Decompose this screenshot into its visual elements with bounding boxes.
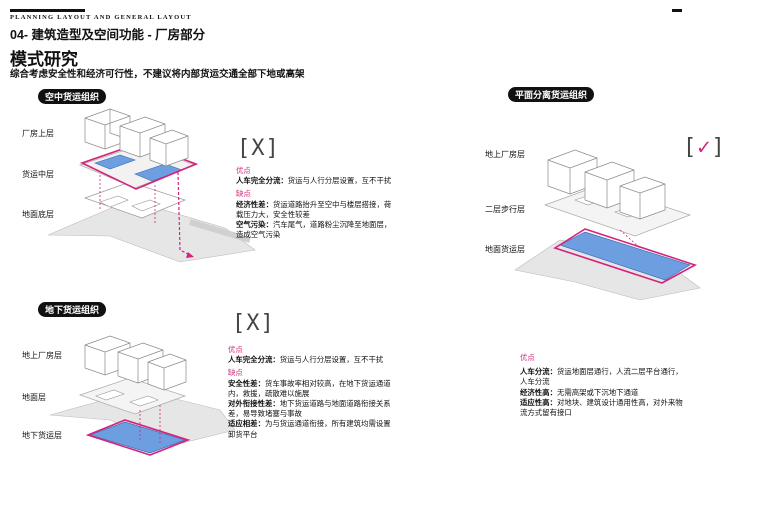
- cargo-block-1: [94, 154, 136, 170]
- header-rule: [10, 9, 85, 12]
- header-english: PLANNING LAYOUT AND GENERAL LAYOUT: [10, 14, 192, 21]
- page-subtitle: 综合考虑安全性和经济可行性，不建议将内部货运交通全部下地或高架: [10, 69, 305, 80]
- layer-label-elevated-1: 厂房上层: [22, 129, 54, 138]
- layer-label-separated-3: 地面货运层: [485, 245, 525, 254]
- underground-route: [85, 419, 191, 456]
- layer-label-elevated-3: 地面底层: [22, 210, 54, 219]
- layer-label-underground-1: 地上厂房层: [22, 351, 62, 360]
- pros-heading-underground: 优点: [228, 345, 243, 354]
- header-chinese: 04- 建筑造型及空间功能 - 厂房部分: [10, 28, 206, 42]
- panel-title-separated: 平面分离货运组织: [508, 87, 595, 102]
- ground-road-3: [514, 239, 701, 301]
- layer-label-separated-2: 二层步行层: [485, 205, 525, 214]
- factory-buildings-2: [84, 335, 187, 391]
- cons-item-elevated-2: 空气污染：汽车尾气，道路粉尘沉降至地面层，造成空气污染: [236, 220, 392, 240]
- desc-separated: 优点 人车分流：货运地面层通行，人流二层平台通行，人车分流 经济性高：无需高架或…: [520, 353, 688, 418]
- cross-mark-underground: [X]: [232, 311, 275, 336]
- pros-heading-separated: 优点: [520, 353, 535, 362]
- factory-buildings: [84, 108, 189, 167]
- cons-item-underground-2: 对外衔接性差：地下货运道路与地面道路衔接关系差，易导致堵塞与事故: [228, 399, 391, 419]
- factory-buildings-3: [547, 149, 666, 220]
- layer-label-elevated-2: 货运中层: [22, 170, 54, 179]
- pros-heading-elevated: 优点: [236, 166, 251, 175]
- cross-mark-elevated: [X]: [237, 136, 280, 161]
- panel-title-elevated: 空中货运组织: [38, 89, 107, 104]
- pros-item-underground-1: 人车完全分流：货运与人行分层设置，互不干扰: [228, 355, 384, 365]
- pros-item-separated-2: 经济性高：无需高架或下沉地下通道: [520, 387, 639, 397]
- desc-underground: 优点 人车完全分流：货运与人行分层设置，互不干扰 缺点 安全性差：货车事故率相对…: [228, 345, 396, 440]
- check-icon: ✓: [697, 135, 712, 160]
- cons-item-underground-3: 适应相差：为与货运通道衔接，所有建筑均需设置卸货平台: [228, 419, 391, 439]
- panel-title-underground: 地下货运组织: [38, 302, 107, 317]
- cons-item-elevated-1: 经济性差：货运道路抬升至空中与楼层搭接，荷载压力大，安全性较差: [236, 199, 392, 219]
- pros-item-elevated-1: 人车完全分流：货运与人行分层设置，互不干扰: [236, 176, 392, 186]
- cons-heading-elevated: 缺点: [236, 189, 251, 199]
- header-rule-right: [672, 9, 682, 12]
- layer-label-separated-1: 地上厂房层: [485, 150, 525, 159]
- check-mark-separated: [✓][✓]: [683, 135, 726, 160]
- ground-cargo-layer: [559, 231, 691, 281]
- layer-label-underground-2: 地面层: [22, 393, 46, 402]
- ground-floor: [83, 181, 187, 219]
- underground-cargo-layer: [88, 421, 187, 454]
- desc-elevated: 优点 人车完全分流：货运与人行分层设置，互不干扰 缺点 经济性差：货运道路抬升至…: [236, 166, 394, 240]
- page-title: 模式研究: [10, 50, 78, 69]
- cons-item-underground-1: 安全性差：货车事故率相对较高，在地下货运通道内，救援，疏散难以施展: [228, 378, 391, 398]
- ground-cargo-route: [553, 228, 698, 284]
- pros-item-separated-1: 人车分流：货运地面层通行，人流二层平台通行，人车分流: [520, 367, 683, 387]
- pros-item-separated-3: 适应性高：对地块、建筑设计通用性高，对外来物流方式留有接口: [520, 397, 683, 418]
- layer-label-underground-3: 地下货运层: [22, 431, 62, 440]
- cons-heading-underground: 缺点: [228, 368, 243, 378]
